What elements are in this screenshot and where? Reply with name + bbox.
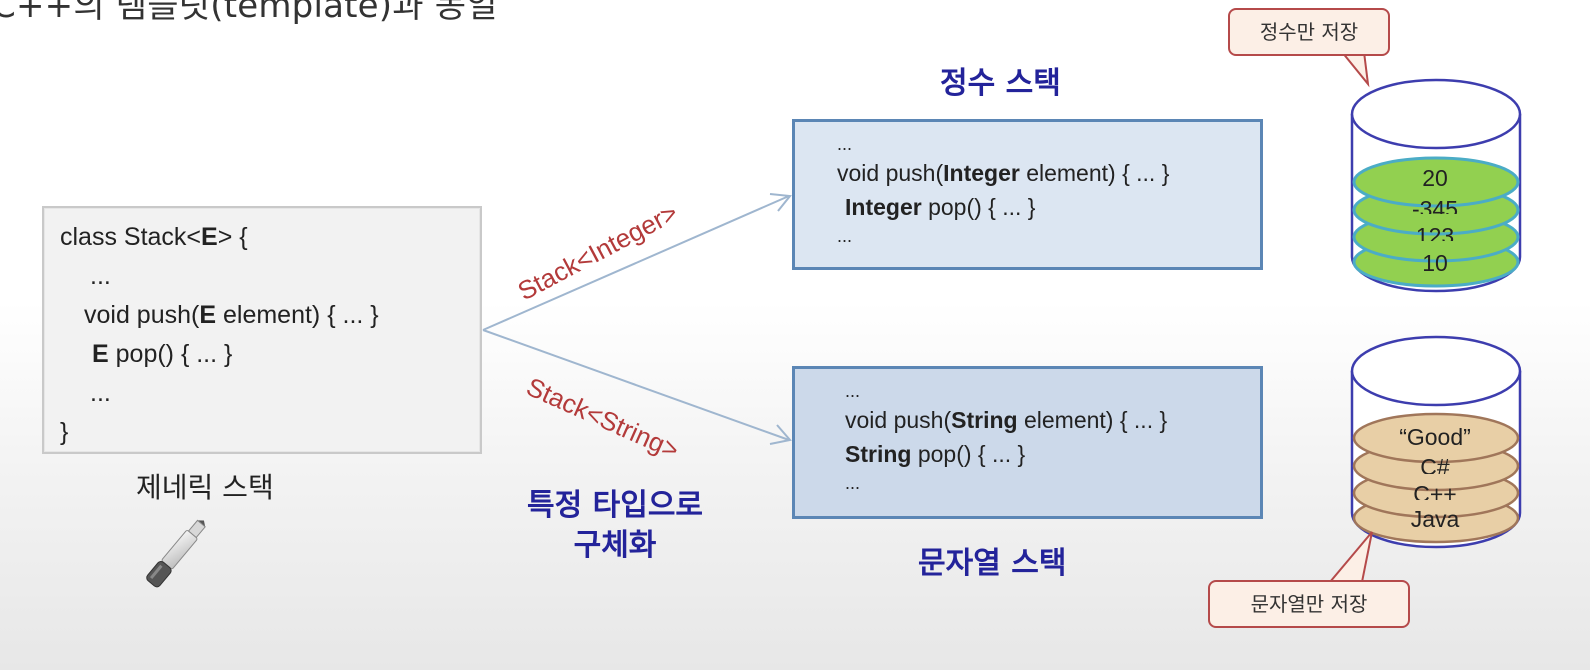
generic-stack-code-box: class Stack<E> { ... void push(E element…	[42, 206, 482, 454]
code-text: class Stack<	[60, 223, 201, 251]
code-ellipsis-top: ...	[837, 132, 1260, 156]
code-text: > {	[218, 223, 248, 251]
string-item: C#	[1375, 454, 1495, 474]
code-text: pop() { ... }	[109, 340, 233, 368]
integer-push-line: void push(Integer element) { ... }	[837, 156, 1260, 190]
pen-icon	[130, 510, 220, 600]
type-name: String	[845, 441, 911, 467]
specialize-label: 특정 타입으로 구체화	[505, 486, 725, 566]
integer-item: 10	[1375, 250, 1495, 272]
generic-code-line-6: }	[60, 413, 480, 452]
string-item: C++	[1375, 481, 1495, 500]
type-name: String	[951, 407, 1017, 433]
integer-stack-code-box: ... void push(Integer element) { ... } I…	[792, 119, 1263, 270]
code-text: pop() { ... }	[911, 441, 1025, 467]
code-ellipsis-top: ...	[845, 379, 1260, 403]
integer-only-callout: 정수만 저장	[1228, 8, 1390, 56]
generic-stack-caption: 제네릭 스택	[136, 466, 274, 506]
code-text: element) { ... }	[216, 301, 379, 329]
integer-item: 20	[1375, 165, 1495, 192]
integer-pop-line: Integer pop() { ... }	[837, 190, 1260, 224]
generic-code-line-5: ...	[60, 374, 480, 413]
code-text: element) { ... }	[1018, 407, 1168, 433]
specialize-label-line-2: 구체화	[505, 526, 725, 566]
code-ellipsis-bottom: ...	[845, 471, 1260, 495]
code-text: void push(	[84, 301, 199, 329]
code-text: void push(	[837, 160, 943, 186]
code-text: element) { ... }	[1020, 160, 1170, 186]
code-ellipsis-bottom: ...	[837, 224, 1260, 248]
generic-code-line-1: class Stack<E> {	[60, 218, 480, 257]
integer-stack-heading: 정수 스택	[940, 58, 1061, 102]
string-stack-heading: 문자열 스택	[918, 538, 1066, 582]
string-item: Java	[1375, 506, 1495, 530]
type-name: Integer	[845, 194, 922, 220]
string-stack-code-box: ... void push(String element) { ... } St…	[792, 366, 1263, 519]
type-param: E	[201, 223, 218, 251]
string-push-line: void push(String element) { ... }	[845, 403, 1260, 437]
generic-code-line-4: E pop() { ... }	[60, 335, 480, 374]
type-param: E	[199, 301, 216, 329]
integer-item: -345	[1375, 196, 1495, 214]
generic-code-line-3: void push(E element) { ... }	[60, 296, 480, 335]
type-param: E	[92, 340, 109, 368]
string-only-callout: 문자열만 저장	[1208, 580, 1410, 628]
string-pop-line: String pop() { ... }	[845, 437, 1260, 471]
code-text: pop() { ... }	[922, 194, 1036, 220]
code-text: void push(	[845, 407, 951, 433]
specialize-label-line-1: 특정 타입으로	[505, 486, 725, 526]
integer-item: 123	[1375, 223, 1495, 241]
string-item: “Good”	[1375, 424, 1495, 451]
type-name: Integer	[943, 160, 1020, 186]
generic-code-line-2: ...	[60, 257, 480, 296]
